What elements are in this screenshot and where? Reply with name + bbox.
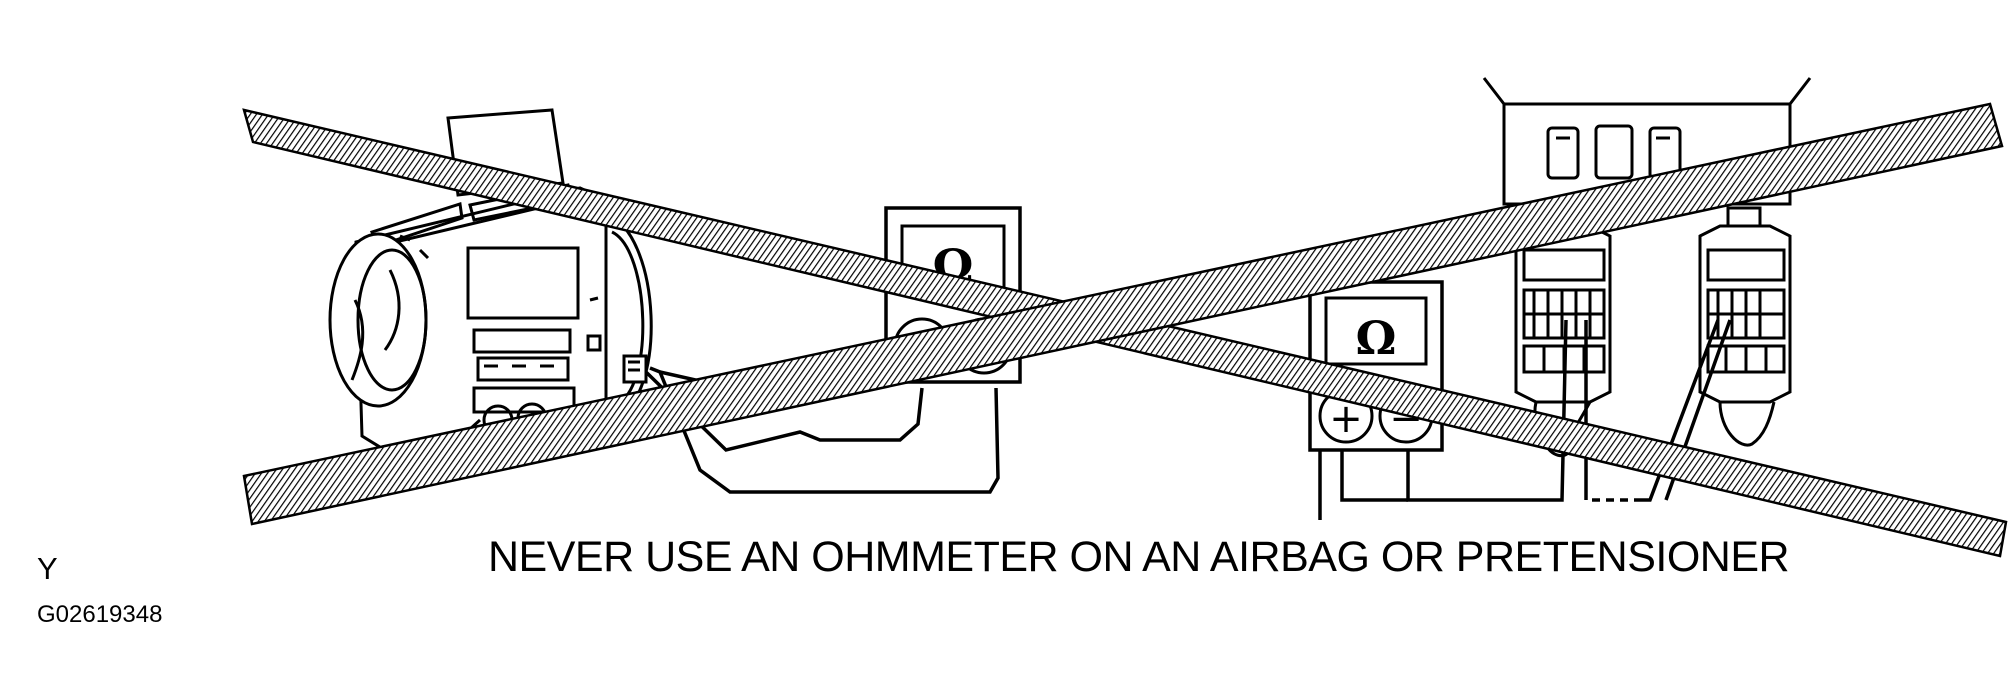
figure-id: G02619348	[37, 601, 163, 628]
warning-caption: NEVER USE AN OHMMETER ON AN AIRBAG OR PR…	[488, 533, 1790, 581]
cross-bar-ascending	[242, 102, 2004, 526]
side-label: Y	[37, 551, 58, 586]
airbag-assembly	[328, 108, 653, 465]
ohm-symbol: Ω	[1356, 311, 1397, 365]
connector-right	[1698, 206, 1792, 447]
prohibition-cross	[242, 102, 2008, 558]
probe-leads-right	[1318, 319, 1732, 520]
